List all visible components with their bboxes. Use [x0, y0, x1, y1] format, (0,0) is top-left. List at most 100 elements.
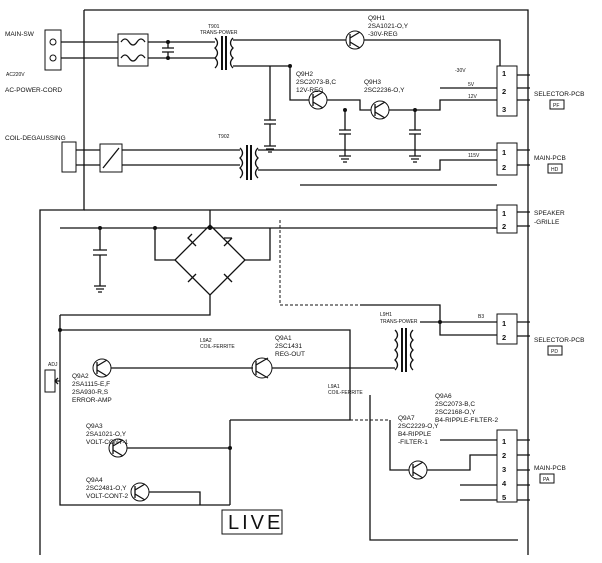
- q9a2-part2: 2SA930-R,S: [72, 389, 109, 396]
- q9a4-func: VOLT-CONT-2: [86, 493, 129, 500]
- q9a7-func1: B4-RIPPLE: [398, 431, 432, 438]
- q9a7-part: 2SC2229-O,Y: [398, 423, 439, 430]
- t902-label: T902: [218, 134, 230, 140]
- q9a2-name: Q9A2: [72, 373, 89, 380]
- transistor-q9a7: [408, 460, 428, 480]
- pa-pin-1: 1: [502, 437, 506, 446]
- l9h1-func: TRANS-POWER: [380, 319, 418, 325]
- connector-gc: 1 2: [496, 204, 530, 234]
- q9a6-part2: 2SC2168-O,Y: [435, 409, 476, 416]
- junction-dots: [58, 40, 442, 450]
- q9a7-name: Q9A7: [398, 415, 415, 422]
- trans-power-t901: [205, 36, 234, 70]
- main-pcb-mid-label: MAIN-PCB: [534, 155, 566, 162]
- pf-code: PF: [553, 103, 559, 109]
- connector-pf: 1 2 3: [496, 65, 530, 117]
- pd-code: PD: [551, 349, 558, 355]
- pf-pin-1: 1: [502, 69, 506, 78]
- capacitor-x: [162, 42, 174, 58]
- q9a3-part: 2SA1021-O,Y: [86, 431, 127, 438]
- selector-pcb-mid-label: SELECTOR-PCB: [534, 337, 584, 344]
- adj-potentiometer[interactable]: [44, 369, 60, 393]
- pd-pin-1: 1: [502, 319, 506, 328]
- t901-name: TRANS-POWER: [200, 30, 238, 36]
- hd-pin-1: 1: [502, 148, 506, 157]
- adj-label: ADJ: [48, 362, 58, 368]
- l9a1-func: COIL-FERRITE: [328, 390, 363, 396]
- q9h2-func: 12V-REG: [296, 87, 323, 94]
- gc-pin-2: 2: [502, 222, 506, 231]
- pd-pin-2: 2: [502, 333, 506, 342]
- rail-12v-label: 12V: [468, 94, 478, 100]
- trans-power-t902: [239, 145, 259, 180]
- q9a6-part1: 2SC2073-B,C: [435, 401, 475, 408]
- b3-label: B3: [478, 314, 484, 320]
- live-warning-box: LIVE: [221, 509, 283, 535]
- q9h1-name: Q9H1: [368, 15, 385, 22]
- pa-pin-5: 5: [502, 493, 506, 502]
- rail-115v-label: 115V: [468, 153, 480, 159]
- pa-pin-2: 2: [502, 451, 506, 460]
- line-filter: [117, 33, 149, 67]
- ac-voltage-label: AC220V: [6, 72, 25, 78]
- bridge-rectifier: [174, 224, 246, 296]
- capacitor-bank-top: [264, 66, 421, 150]
- q9a4-name: Q9A4: [86, 477, 103, 484]
- pf-code-box: [549, 99, 565, 110]
- hd-pin-2: 2: [502, 163, 506, 172]
- q9a6-func: B4-RIPPLE-FILTER-2: [435, 417, 498, 424]
- l9h1-label: L9H1: [380, 312, 392, 318]
- pf-pin-3: 3: [502, 105, 506, 114]
- l9a2-label: L9A2: [200, 338, 212, 344]
- transistor-q9a4: [130, 482, 150, 502]
- q9h1-part: 2SA1021-O,Y: [368, 23, 409, 30]
- rail-5v-label: 5V: [468, 82, 475, 88]
- selector-pcb-top-label: SELECTOR-PCB: [534, 91, 584, 98]
- degaussing-coil-connector: [61, 141, 100, 173]
- q9h3-name: Q9H3: [364, 79, 381, 86]
- hd-code-box: [547, 163, 563, 174]
- ac-power-cord-label: AC-POWER-CORD: [5, 87, 62, 94]
- q9h2-name: Q9H2: [296, 71, 313, 78]
- q9a6-name: Q9A6: [435, 393, 452, 400]
- main-switch: [44, 29, 95, 71]
- pf-pin-2: 2: [502, 87, 506, 96]
- q9a3-name: Q9A3: [86, 423, 103, 430]
- l9a1-label: L9A1: [328, 384, 340, 390]
- q9h1-func: -30V-REG: [368, 31, 398, 38]
- q9h2-part: 2SC2073-B,C: [296, 79, 336, 86]
- t901-label: T901: [208, 24, 220, 30]
- coil-degaussing-label: COIL-DEGAUSSING: [5, 135, 66, 142]
- connector-pd: 1 2: [496, 313, 530, 345]
- speaker-grille-line2: -GRILLE: [534, 219, 560, 226]
- l9a2-func: COIL-FERRITE: [200, 344, 235, 350]
- pa-pin-4: 4: [502, 479, 507, 488]
- posistor: [99, 143, 123, 173]
- connector-hd: 1 2: [496, 142, 530, 176]
- q9a1-part: 2SC1431: [275, 343, 302, 350]
- pa-pin-3: 3: [502, 465, 506, 474]
- transistor-q9h1: [345, 30, 365, 50]
- q9a4-part: 2SC2481-O,Y: [86, 485, 127, 492]
- transistor-q9a3: [108, 438, 128, 458]
- main-sw-label: MAIN-SW: [5, 31, 35, 38]
- trans-l9h1: [394, 328, 414, 372]
- pa-code: PA: [543, 477, 550, 483]
- main-pcb-bottom-label: MAIN-PCB: [534, 465, 566, 472]
- speaker-grille-line1: SPEAKER: [534, 210, 565, 217]
- ground-symbols: [94, 140, 421, 293]
- gc-pin-1: 1: [502, 209, 506, 218]
- transistor-q9h3: [370, 100, 390, 120]
- q9h3-part: 2SC2236-O,Y: [364, 87, 405, 94]
- transistor-q9a1: [251, 357, 273, 379]
- pa-code-box: [539, 473, 555, 484]
- hd-code: HD: [551, 167, 559, 173]
- rail-m30v-label: -30V: [455, 68, 466, 74]
- pd-code-box: [547, 345, 563, 356]
- live-label: LIVE: [228, 512, 283, 534]
- q9a7-func2: -FILTER-1: [398, 439, 428, 446]
- q9a2-part1: 2SA1115-E,F: [72, 381, 110, 388]
- q9a2-func: ERROR-AMP: [72, 397, 112, 404]
